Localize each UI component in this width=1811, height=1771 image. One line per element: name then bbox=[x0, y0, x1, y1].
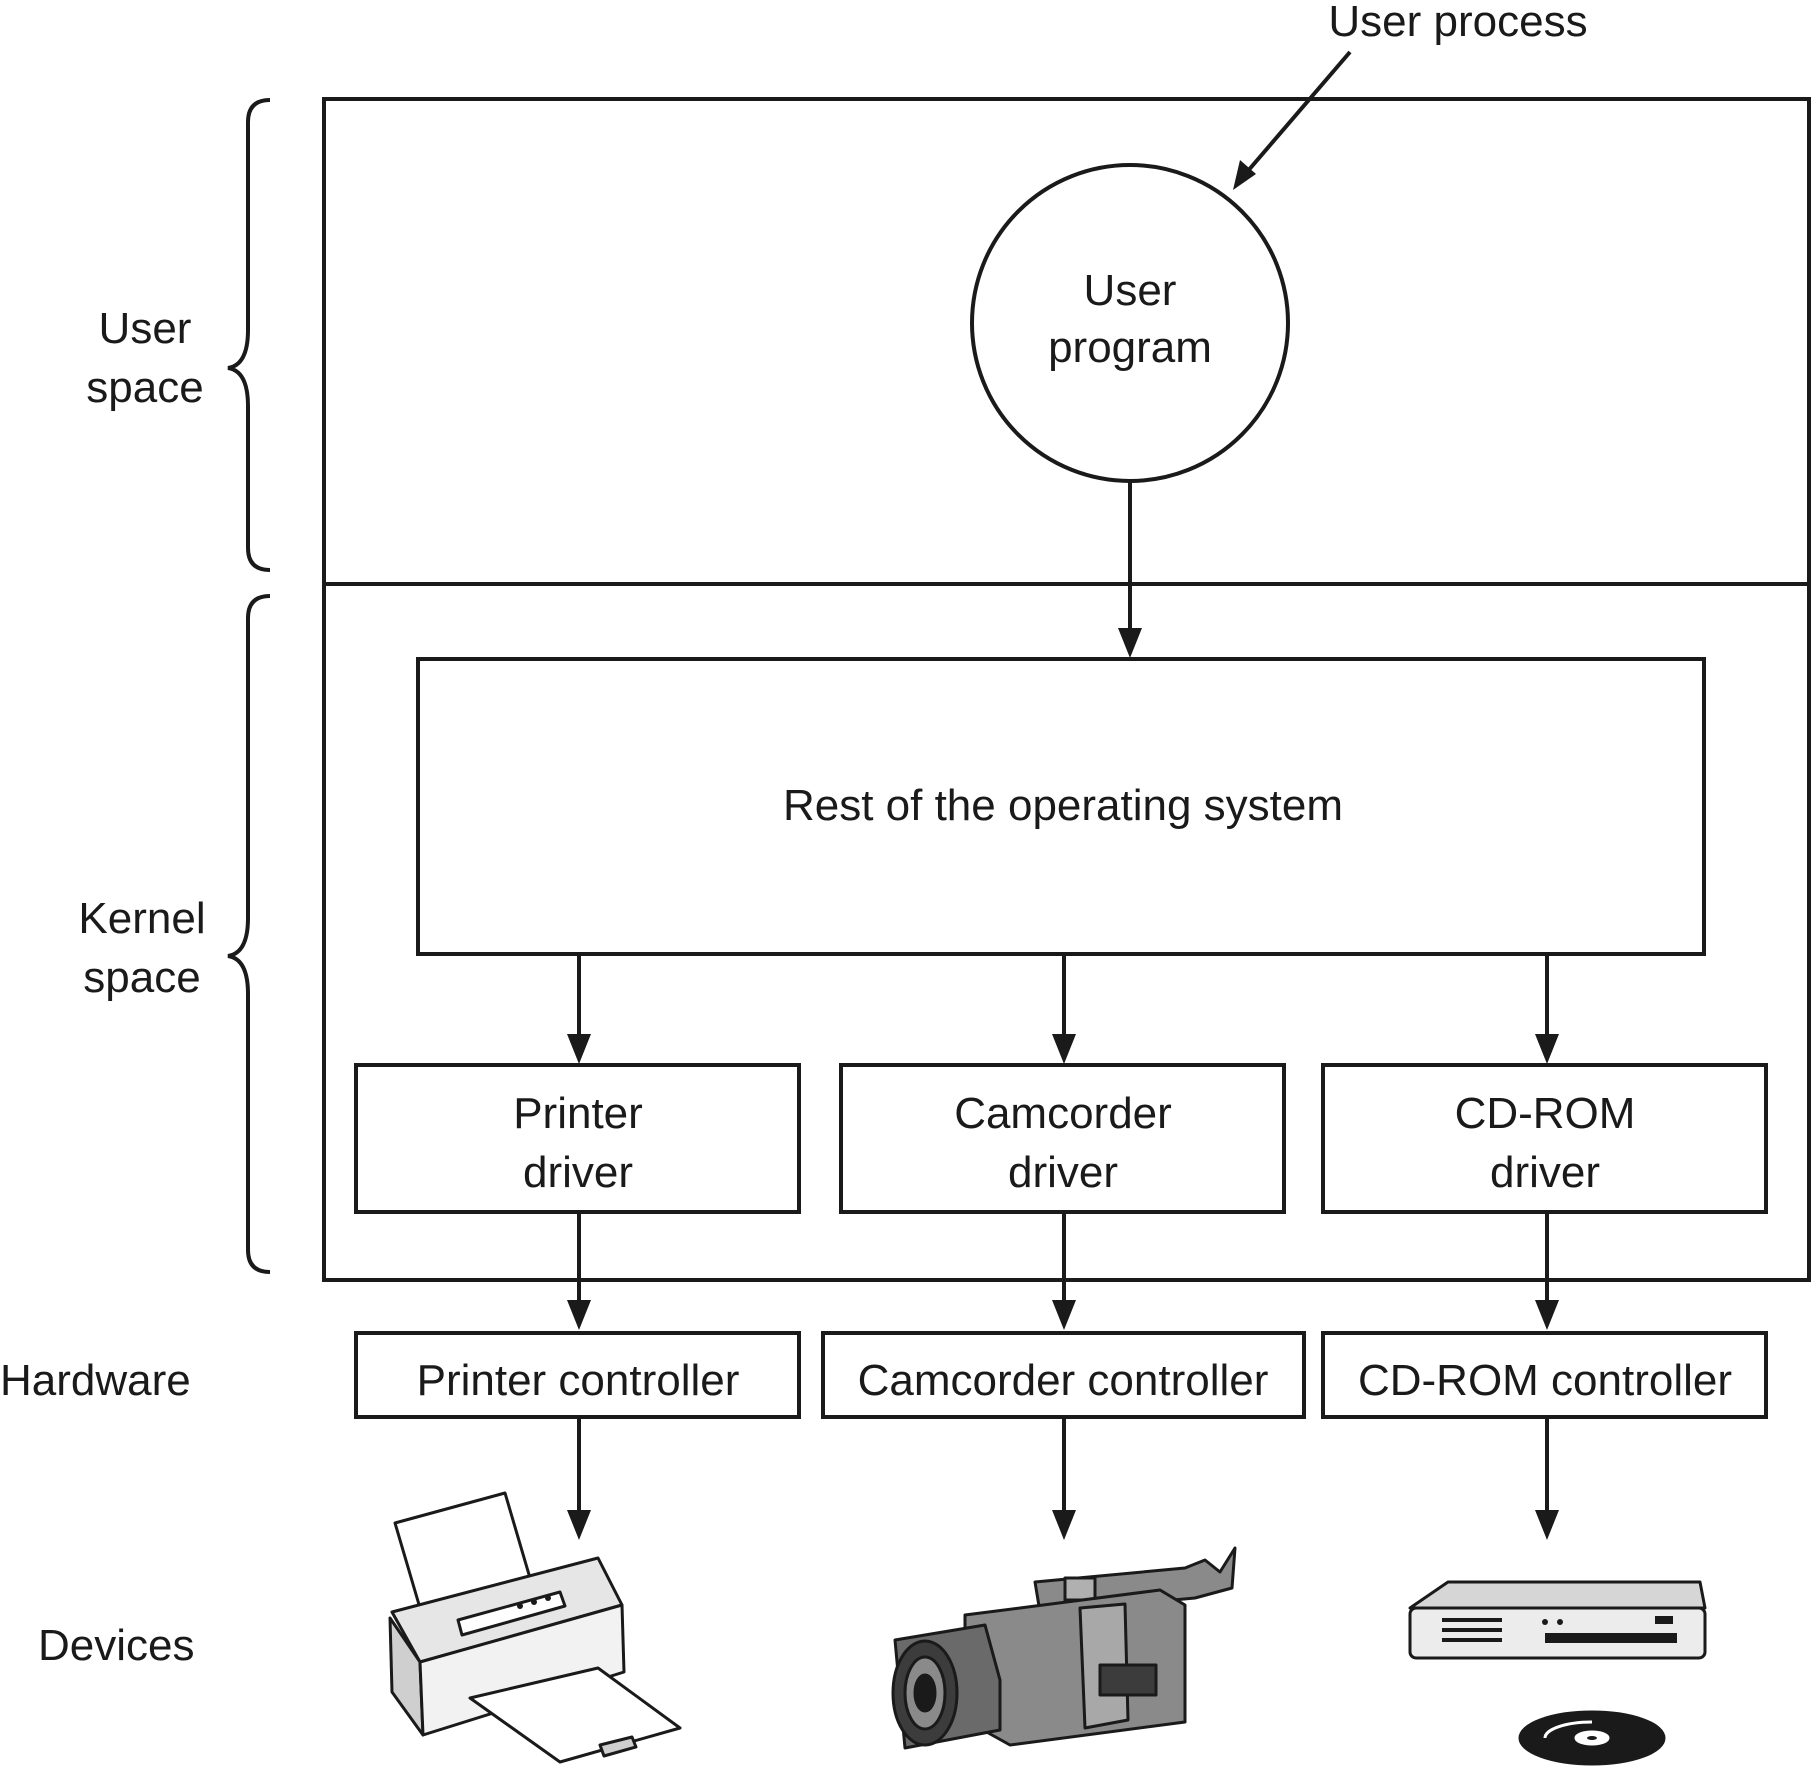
arrow-camcorder-driver-to-controller-head bbox=[1052, 1300, 1076, 1330]
camcorder-driver-label-line1: Camcorder bbox=[954, 1089, 1172, 1138]
arrow-camcorder-controller-to-device-head bbox=[1052, 1510, 1076, 1540]
user-space-label-line1: User bbox=[99, 304, 192, 353]
user-process-arrowhead bbox=[1233, 160, 1256, 190]
arrow-printer-controller-to-device-head bbox=[567, 1510, 591, 1540]
camcorder-controller-box bbox=[821, 1331, 1306, 1419]
arrow-cdrom-driver-to-controller-head bbox=[1535, 1300, 1559, 1330]
printer-controller-box bbox=[354, 1331, 801, 1419]
user-program-label-line2: program bbox=[1048, 323, 1212, 372]
cdrom-driver-label-line1: CD-ROM bbox=[1455, 1089, 1636, 1138]
user-space-label-line2: space bbox=[86, 363, 203, 412]
printer-driver-label-line1: Printer bbox=[513, 1089, 643, 1138]
camcorder-driver-label-line2: driver bbox=[1008, 1148, 1118, 1197]
user-process-label: User process bbox=[1328, 0, 1587, 46]
user-program-label-line1: User bbox=[1084, 266, 1177, 315]
cdrom-controller-box bbox=[1321, 1331, 1768, 1419]
arrow-os-to-printer-driver-head bbox=[567, 1034, 591, 1064]
cdrom-driver-label-line2: driver bbox=[1490, 1148, 1600, 1197]
camcorder-controller-label: Camcorder controller bbox=[858, 1356, 1269, 1405]
arrow-os-to-camcorder-driver-head bbox=[1052, 1034, 1076, 1064]
rest-of-os-label: Rest of the operating system bbox=[783, 781, 1343, 830]
cdrom-controller-label: CD-ROM controller bbox=[1358, 1356, 1732, 1405]
arrow-os-to-cdrom-driver-head bbox=[1535, 1034, 1559, 1064]
cdrom-driver-box bbox=[1321, 1063, 1768, 1214]
rest-of-os-box bbox=[416, 657, 1706, 956]
camcorder-icon bbox=[891, 1546, 1237, 1750]
kernel-space-brace bbox=[227, 594, 271, 1274]
printer-icon bbox=[388, 1491, 682, 1764]
arrow-printer-driver-to-controller-head bbox=[567, 1300, 591, 1330]
arrow-program-to-os-head bbox=[1118, 628, 1142, 658]
hardware-label: Hardware bbox=[0, 1356, 191, 1405]
arrow-cdrom-controller-to-device-head bbox=[1535, 1510, 1559, 1540]
printer-controller-label: Printer controller bbox=[417, 1356, 740, 1405]
kernel-space-label-line2: space bbox=[83, 953, 200, 1002]
cd-rom-drive-icon bbox=[1408, 1580, 1707, 1766]
user-space-brace bbox=[227, 98, 271, 572]
kernel-space-label-line1: Kernel bbox=[78, 894, 205, 943]
printer-driver-label-line2: driver bbox=[523, 1148, 633, 1197]
user-process-arrow-line bbox=[1245, 50, 1352, 174]
devices-label: Devices bbox=[38, 1621, 195, 1670]
